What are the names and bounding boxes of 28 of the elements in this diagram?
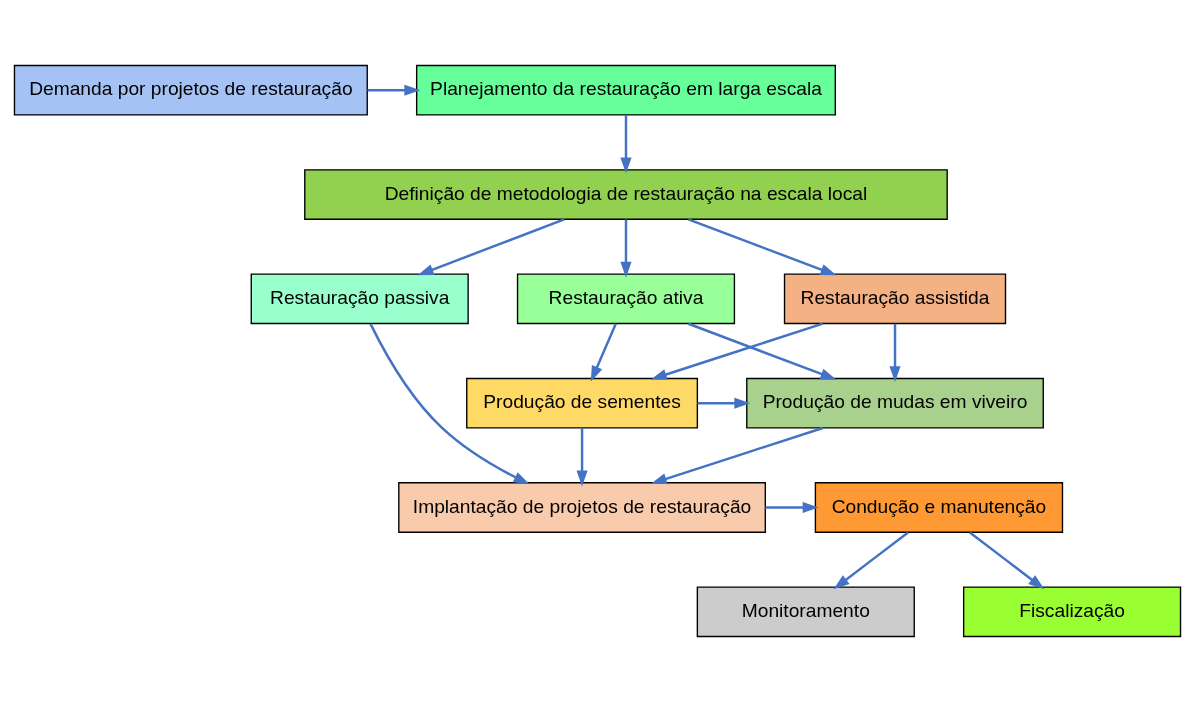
arrow bbox=[369, 323, 530, 485]
arrow bbox=[969, 531, 1045, 590]
arrow bbox=[889, 323, 901, 383]
node-box: Planejamento da restauração em larga escala bbox=[415, 64, 836, 116]
node-box: Produção de mudas em viveiro bbox=[746, 377, 1044, 429]
arrow bbox=[833, 531, 909, 590]
arrow bbox=[367, 84, 421, 96]
arrow bbox=[650, 426, 824, 485]
arrow bbox=[417, 218, 565, 276]
node-box: Demanda por projetos de restauração bbox=[13, 64, 368, 116]
arrow bbox=[590, 323, 617, 382]
node-box: Definição de metodologia de restauração na escala local bbox=[304, 169, 948, 220]
arrow bbox=[620, 219, 632, 278]
arrow bbox=[687, 322, 837, 380]
arrow bbox=[576, 428, 588, 487]
arrow bbox=[620, 115, 632, 174]
node-box: Condução e manutenção bbox=[814, 482, 1064, 533]
node-box: Restauração ativa bbox=[516, 273, 736, 325]
arrow bbox=[697, 397, 751, 409]
arrow bbox=[765, 501, 819, 514]
node-box: Restauração passiva bbox=[250, 273, 469, 325]
arrow bbox=[650, 322, 824, 380]
arrow bbox=[687, 218, 837, 276]
node-box: Restauração assistida bbox=[783, 273, 1007, 325]
node-box: Fiscalização bbox=[962, 586, 1182, 638]
node-box: Monitoramento bbox=[696, 586, 915, 638]
node-box: Implantação de projetos de restauração bbox=[398, 482, 766, 533]
node-box: Produção de sementes bbox=[466, 377, 699, 429]
